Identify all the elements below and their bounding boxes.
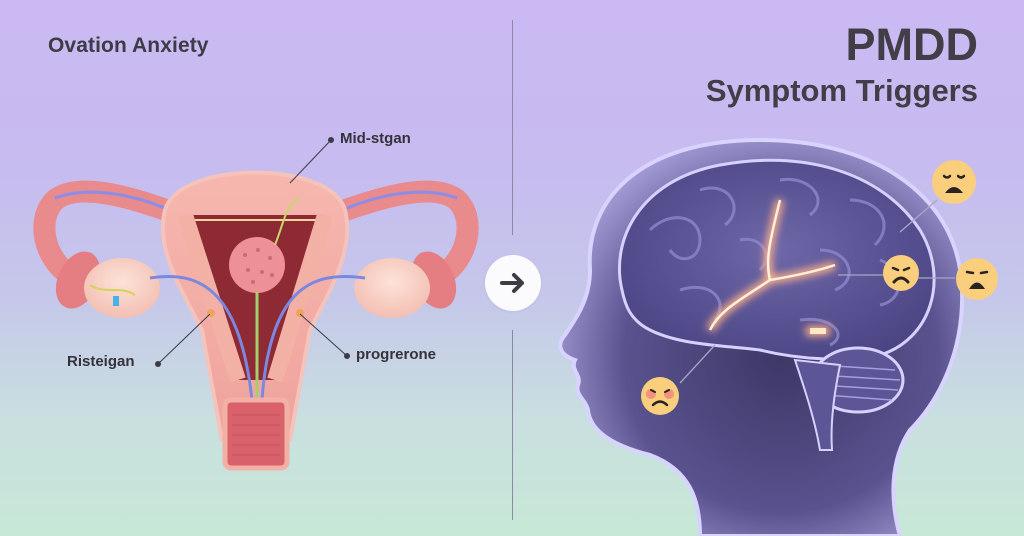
next-arrow-button[interactable] [485, 255, 541, 311]
uterus-illustration [33, 137, 479, 471]
flushed-sad-face-icon [641, 377, 679, 415]
left-panel-title: Ovation Anxiety [48, 34, 209, 57]
label-progrerone: progrerone [356, 346, 437, 363]
label-risteigan: Risteigan [67, 353, 135, 370]
divider-top [512, 20, 513, 235]
frowning-face-icon [883, 255, 919, 291]
arrow-right-icon [500, 273, 524, 293]
right-panel-subtitle: Symptom Triggers [705, 73, 978, 108]
right-panel-title: PMDD [845, 19, 979, 70]
divider-bottom [512, 330, 513, 520]
head-brain-illustration [558, 137, 965, 536]
weary-face-icon [932, 160, 976, 204]
anguished-face-icon [956, 258, 998, 300]
label-mid-stgan: Mid-stgan [340, 130, 411, 147]
